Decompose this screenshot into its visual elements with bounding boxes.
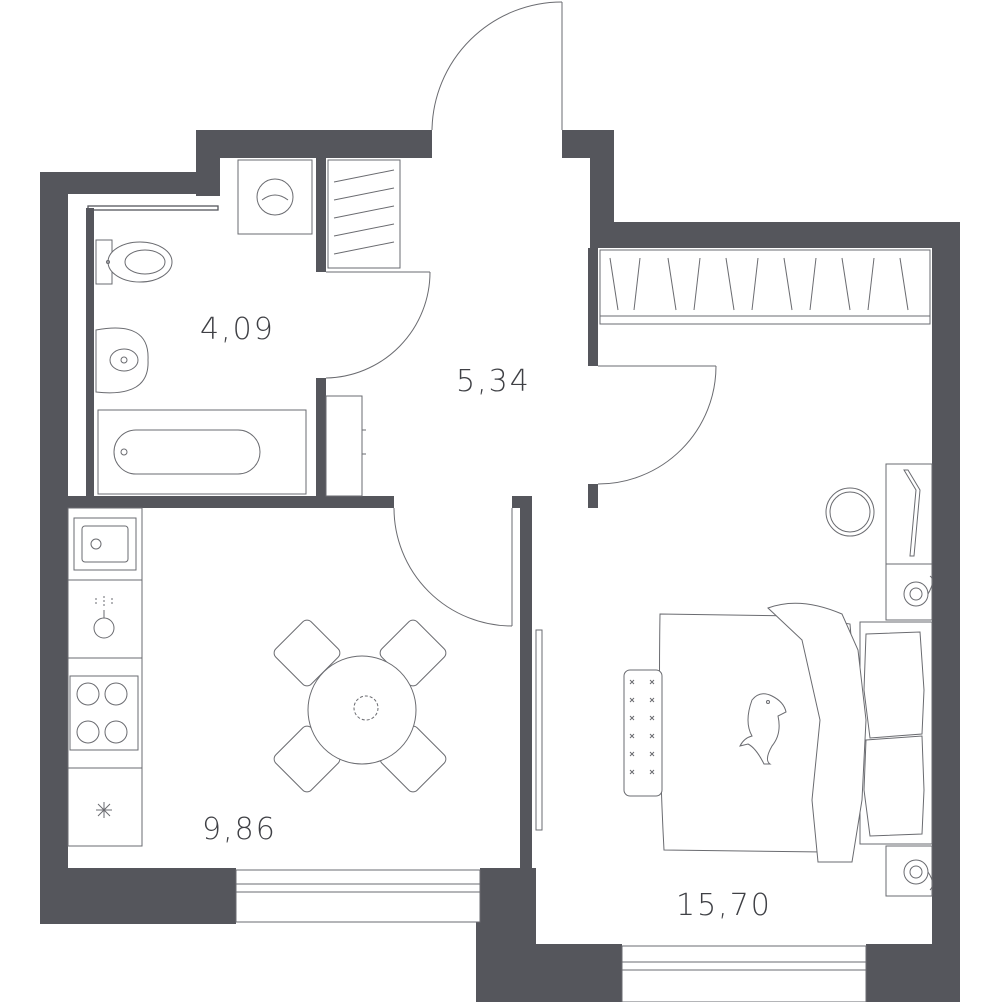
fan-icon <box>96 802 112 818</box>
kitchen-fixtures <box>67 507 143 847</box>
hall-wardrobe-icon <box>325 395 366 497</box>
washing-machine-icon <box>237 159 313 235</box>
kitchen-sink-icon <box>73 517 137 571</box>
windows <box>235 869 867 1002</box>
partitions <box>66 158 598 870</box>
bathtub-icon <box>97 409 307 495</box>
stove-icon <box>69 675 139 751</box>
bathroom-fixtures <box>95 159 401 495</box>
shelf-icon <box>327 159 401 269</box>
hallway-area-label: 5,34 <box>456 364 531 399</box>
doors <box>325 1 717 627</box>
dining-table-icon <box>273 619 447 793</box>
bedroom-area-label: 15,70 <box>676 888 772 923</box>
bedroom-wardrobe-icon <box>599 249 931 325</box>
cat-icon <box>739 693 787 765</box>
toilet-icon <box>95 239 173 285</box>
lamp-icon <box>885 563 934 621</box>
walls <box>40 130 960 1002</box>
faucet-icon <box>93 596 115 639</box>
bathroom-area-label: 4,09 <box>200 312 275 347</box>
sink-icon <box>95 327 149 394</box>
wall-panel-icon <box>535 629 543 831</box>
dresser-icon <box>885 463 933 565</box>
lamp-icon <box>885 845 934 897</box>
bed-icon <box>623 602 933 863</box>
mirror-icon <box>825 487 875 537</box>
kitchen-area-label: 9,86 <box>202 812 277 847</box>
